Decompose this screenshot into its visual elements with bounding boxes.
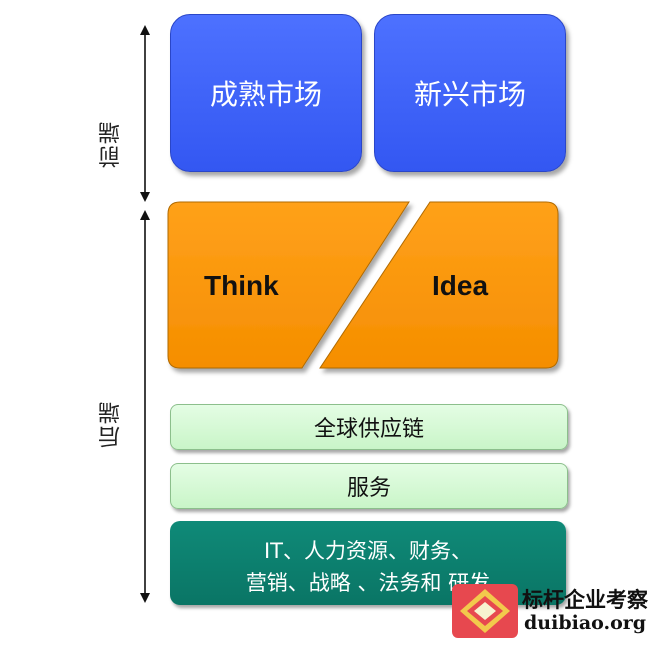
watermark: 标杆企业考察 duibiao.org (452, 580, 648, 640)
diamond-logo-icon (460, 589, 510, 633)
support-line-1: IT、人力资源、财务、 (263, 539, 473, 563)
emerging-market-box: 新兴市场 (374, 14, 566, 172)
idea-label: Idea (432, 270, 489, 301)
think-shape (167, 201, 410, 369)
service-label: 服务 (346, 476, 391, 501)
support-line-2: 营销、战略 、法务和 研发 (245, 571, 491, 595)
watermark-url: duibiao.org (524, 612, 647, 634)
idea-shape (319, 201, 559, 369)
watermark-logo (452, 584, 518, 638)
mature-market-box: 成熟市场 (170, 14, 362, 172)
mature-market-label: 成熟市场 (209, 78, 322, 111)
supply-chain-bar: 全球供应链 (170, 404, 568, 450)
service-bar: 服务 (170, 463, 568, 509)
emerging-market-label: 新兴市场 (413, 78, 526, 111)
think-label: Think (204, 270, 279, 301)
supply-chain-label: 全球供应链 (313, 417, 424, 442)
watermark-title: 标杆企业考察 (522, 587, 648, 612)
